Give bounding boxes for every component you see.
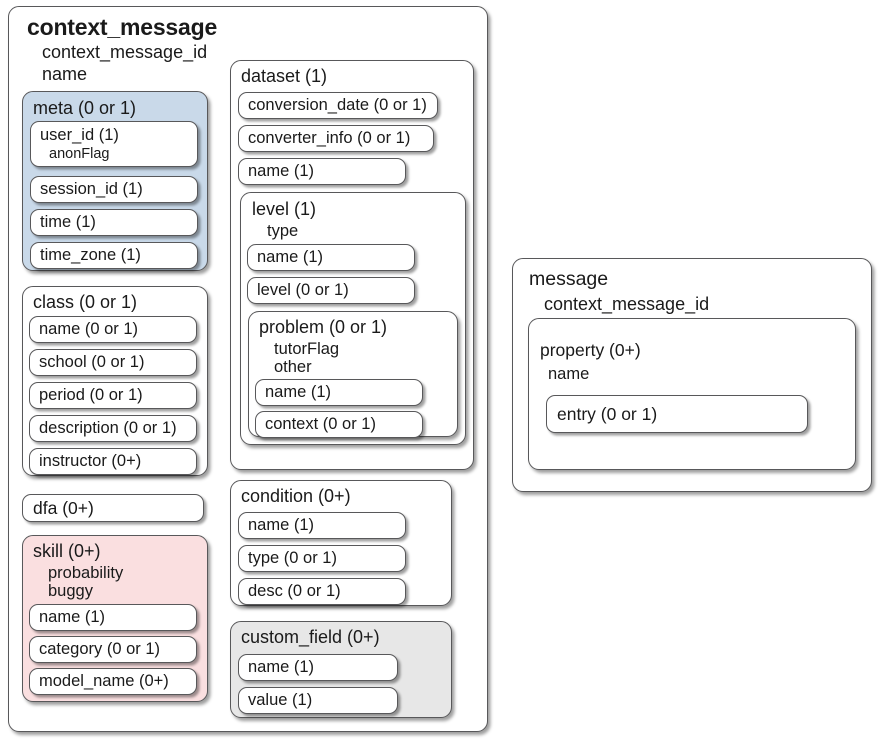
time-zone-label: time_zone (1): [40, 246, 141, 264]
skill-category-label: category (0 or 1): [39, 640, 161, 658]
condition-name-field[interactable]: name (1): [238, 512, 406, 539]
property-title: property (0+): [540, 340, 641, 360]
class-instructor-label: instructor (0+): [39, 452, 142, 470]
problem-context-label: context (0 or 1): [265, 415, 376, 433]
custom-field-value-label: value (1): [248, 691, 313, 709]
context-message-attribute: name: [42, 64, 88, 84]
skill-attribute: probability: [48, 564, 124, 582]
problem-name-label: name (1): [265, 383, 332, 401]
condition-title: condition (0+): [241, 486, 351, 506]
level-name-field[interactable]: name (1): [247, 244, 415, 271]
dataset-converter-info-field[interactable]: converter_info (0 or 1): [238, 125, 434, 152]
problem-title: problem (0 or 1): [259, 317, 388, 337]
problem-context-field[interactable]: context (0 or 1): [255, 411, 423, 438]
entry-field[interactable]: entry (0 or 1): [546, 395, 808, 433]
skill-title: skill (0+): [33, 541, 101, 561]
class-description-label: description (0 or 1): [39, 419, 177, 437]
problem-name-field[interactable]: name (1): [255, 379, 423, 406]
session-id-label: session_id (1): [40, 180, 143, 198]
skill-category-field[interactable]: category (0 or 1): [29, 636, 197, 663]
level-name-label: name (1): [257, 248, 324, 266]
custom-field-name-label: name (1): [248, 658, 315, 676]
dfa-field[interactable]: dfa (0+): [22, 494, 204, 522]
skill-model-name-field[interactable]: model_name (0+): [29, 668, 197, 695]
session-id-field[interactable]: session_id (1): [30, 176, 198, 203]
problem-attribute: other: [274, 358, 312, 376]
dataset-conversion-date-field[interactable]: conversion_date (0 or 1): [238, 92, 438, 119]
class-period-field[interactable]: period (0 or 1): [29, 382, 197, 409]
message-attribute: context_message_id: [544, 294, 710, 314]
dataset-title: dataset (1): [241, 66, 328, 86]
meta-title: meta (0 or 1): [33, 98, 137, 118]
context-message-attribute: context_message_id: [42, 42, 208, 62]
dataset-name-field[interactable]: name (1): [238, 158, 406, 185]
dataset-name-label: name (1): [248, 162, 315, 180]
user-id-field[interactable]: user_id (1) anonFlag: [30, 121, 198, 167]
dataset-conversion-date-label: conversion_date (0 or 1): [248, 96, 427, 114]
time-field[interactable]: time (1): [30, 209, 198, 236]
time-label: time (1): [40, 213, 96, 231]
dataset-converter-info-label: converter_info (0 or 1): [248, 129, 411, 147]
user-id-attribute: anonFlag: [49, 146, 110, 162]
condition-type-label: type (0 or 1): [248, 549, 337, 567]
condition-type-field[interactable]: type (0 or 1): [238, 545, 406, 572]
class-school-field[interactable]: school (0 or 1): [29, 349, 197, 376]
skill-attribute: buggy: [48, 582, 93, 600]
custom-field-title: custom_field (0+): [241, 627, 380, 647]
skill-name-field[interactable]: name (1): [29, 604, 197, 631]
class-title: class (0 or 1): [33, 292, 138, 312]
property-attribute: name: [548, 365, 590, 383]
dfa-label: dfa (0+): [33, 497, 94, 518]
message-title: message: [529, 268, 609, 290]
class-school-label: school (0 or 1): [39, 353, 145, 371]
condition-desc-field[interactable]: desc (0 or 1): [238, 578, 406, 605]
custom-field-value-field[interactable]: value (1): [238, 687, 398, 714]
entry-label: entry (0 or 1): [557, 403, 658, 424]
class-period-label: period (0 or 1): [39, 386, 143, 404]
user-id-label: user_id (1): [40, 126, 119, 144]
level-title: level (1): [252, 199, 317, 219]
skill-model-name-label: model_name (0+): [39, 672, 169, 690]
context-message-title: context_message: [27, 14, 218, 40]
custom-field-name-field[interactable]: name (1): [238, 654, 398, 681]
level-attribute: type: [267, 222, 299, 240]
class-description-field[interactable]: description (0 or 1): [29, 415, 197, 442]
class-instructor-field[interactable]: instructor (0+): [29, 448, 197, 475]
condition-desc-label: desc (0 or 1): [248, 582, 341, 600]
level-level-field[interactable]: level (0 or 1): [247, 277, 415, 304]
problem-attribute: tutorFlag: [274, 340, 340, 358]
condition-name-label: name (1): [248, 516, 315, 534]
skill-name-label: name (1): [39, 608, 106, 626]
level-level-label: level (0 or 1): [257, 281, 349, 299]
class-name-field[interactable]: name (0 or 1): [29, 316, 197, 343]
property-container[interactable]: [528, 318, 856, 470]
time-zone-field[interactable]: time_zone (1): [30, 242, 198, 269]
class-name-label: name (0 or 1): [39, 320, 139, 338]
